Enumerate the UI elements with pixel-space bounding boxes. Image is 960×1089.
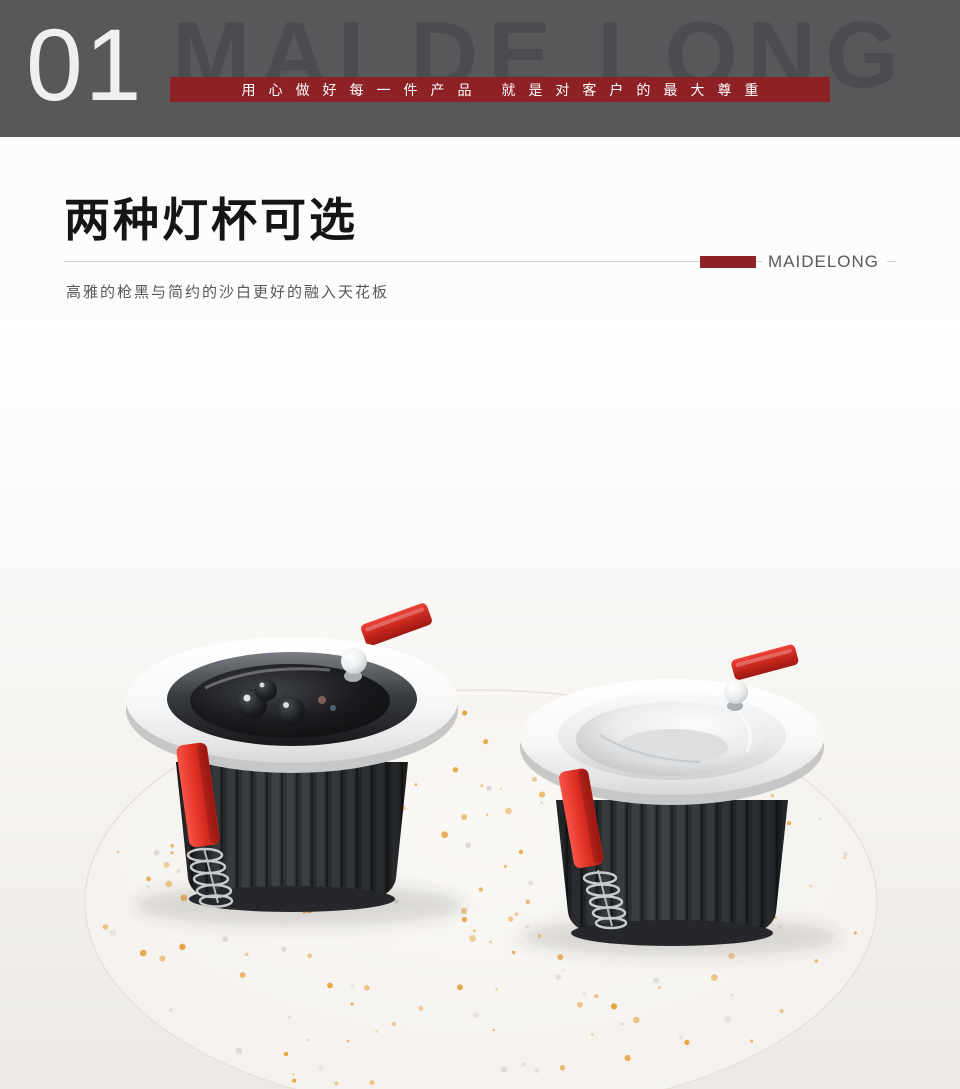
slogan-text: 用心做好每一件产品 就是对客户的最大尊重 [241, 81, 772, 98]
reflector-sand-white [558, 692, 786, 780]
reflector-gun-black [167, 652, 417, 746]
stage-scene [0, 320, 960, 1089]
subtitle: 高雅的枪黑与简约的沙白更好的融入天花板 [66, 284, 390, 301]
divider-line [64, 261, 896, 262]
adjustment-knob-gun-black [341, 648, 367, 682]
heatsink-gun-black [176, 762, 408, 912]
brand-label: MAIDELONG [762, 252, 888, 272]
adjustment-knob-sand-white [724, 680, 748, 711]
spring-clip-top-sand-white [731, 644, 799, 680]
spring-clip-side-sand-white [558, 768, 628, 930]
downlight-gun-black [126, 603, 458, 912]
section-number: 01 [26, 8, 144, 122]
page-title: 两种灯杯可选 [64, 194, 358, 246]
slogan-bar: 用心做好每一件产品 就是对客户的最大尊重 [170, 77, 830, 102]
brand-accent-chip [700, 256, 756, 268]
banner: 01 MAI DE LONG 用心做好每一件产品 就是对客户的最大尊重 [0, 0, 960, 137]
heatsink-sand-white [556, 800, 788, 946]
spring-clip-side-gun-black [176, 742, 234, 908]
downlight-sand-white [520, 644, 824, 946]
spring-clip-top-gun-black [361, 603, 432, 646]
